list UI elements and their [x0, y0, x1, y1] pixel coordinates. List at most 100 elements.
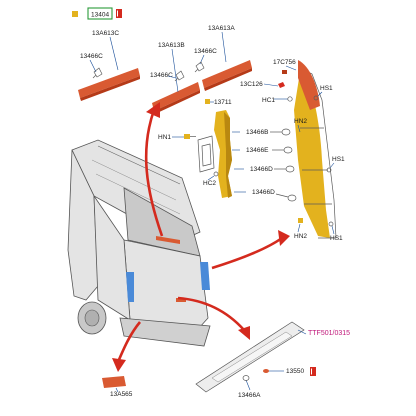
van-roof-line-2 [95, 173, 181, 215]
label-13a565: 13A565 [110, 391, 133, 398]
lamp-13a613a-edge [204, 68, 252, 91]
leader-hs1-mid [329, 162, 335, 169]
clip-b-icon [174, 70, 185, 82]
bulb-13466d-2-icon [275, 193, 297, 202]
lamp-bar-inner [211, 331, 293, 383]
van-side-panel [93, 194, 131, 321]
label-13466d-2: 13466D [252, 189, 275, 196]
van-bumper [119, 317, 211, 347]
connector-plate[interactable] [197, 135, 215, 173]
label-13466e: 13466E [246, 147, 269, 154]
header-ref-box [87, 7, 113, 20]
leader-ttf501 [297, 329, 307, 335]
label-hn1: HN1 [158, 134, 171, 141]
label-clip-c: 13466C [194, 48, 217, 55]
clip-a-icon [92, 67, 103, 79]
reflector-13a565[interactable] [102, 376, 126, 388]
label-17c756: 17C756 [273, 59, 296, 66]
bulb-13466e-icon [272, 146, 293, 154]
leader-13466a [245, 379, 251, 391]
leader-hn2-bottom [297, 223, 301, 233]
lamp-13a613a-shape [202, 60, 252, 88]
clip-c-icon [194, 61, 205, 73]
label-hs1-bottom: HS1 [330, 235, 343, 242]
van-roof-rail [97, 145, 181, 185]
label-13466d-1: 13466D [250, 166, 273, 173]
socket-17c756-icon [282, 70, 287, 74]
lamp-13a613c[interactable] [78, 68, 140, 101]
connector-plate-hole [201, 143, 212, 167]
leader-hn2-top [297, 124, 301, 133]
label-hs1-mid: HS1 [332, 156, 345, 163]
arrow-to-tail-cluster [211, 230, 290, 270]
leader-13a613b [171, 48, 179, 93]
header-book-icon [116, 9, 122, 18]
label-13a613b: 13A613B [158, 42, 185, 49]
hc2-icon [213, 171, 219, 177]
leader-hs1-top [317, 91, 323, 97]
label-13711: 13711 [214, 99, 232, 106]
leader-clip-a [89, 59, 97, 73]
lamp-13a613c-edge [80, 76, 140, 101]
arrow-to-reflector [112, 321, 141, 372]
wiring-bracket[interactable] [214, 110, 232, 198]
header-marker-icon [72, 11, 78, 17]
leader-13a613c [109, 36, 119, 71]
arrow-to-lamp-bar [177, 296, 250, 340]
label-clip-b: 13466C [150, 72, 173, 79]
label-hs1-top: HS1 [320, 85, 333, 92]
bulb-13466b-icon [270, 128, 291, 136]
leader-17c756 [285, 65, 297, 71]
leader-13a613a [221, 31, 227, 63]
hn1-nut-icon [184, 134, 196, 139]
tail-lamp-lens [294, 72, 330, 238]
hs1-mid-icon [326, 167, 332, 173]
lamp-bar[interactable] [195, 321, 305, 393]
label-hc1: HC1 [262, 97, 275, 104]
van-wheel-hub [84, 309, 100, 327]
van-right-taillight [200, 262, 210, 290]
tail-lamp-cluster[interactable] [294, 60, 337, 239]
bulb-13466a-icon [242, 375, 250, 381]
label-13550: 13550 [286, 368, 304, 375]
van-left-taillight [126, 272, 134, 302]
connector-plate-outline [197, 135, 215, 173]
van-body[interactable] [67, 139, 211, 347]
van-roof-line-1 [91, 159, 177, 201]
leader-13a565 [115, 387, 119, 393]
label-clip-a: 13466C [80, 53, 103, 60]
label-hn2-bottom: HN2 [294, 233, 307, 240]
lamp-13a613b-edge [154, 90, 200, 114]
book-icon-13550 [310, 367, 316, 376]
bracket-marker-icon [205, 99, 210, 104]
harness-shadow [224, 112, 232, 198]
van-brake-lamp [156, 236, 180, 244]
label-13466a: 13466A [238, 392, 261, 399]
label-13c126: 13C126 [240, 81, 263, 88]
label-13466b: 13466B [246, 129, 268, 136]
van-plate-lamp [176, 298, 186, 302]
lamp-13a613b[interactable] [152, 82, 200, 114]
lamp-13a613c-shape [78, 68, 140, 98]
leader-13c126 [263, 83, 279, 87]
hs1-bottom-icon [328, 221, 334, 227]
header-callout[interactable]: 13404 [72, 7, 122, 20]
label-hn2-top: HN2 [294, 118, 307, 125]
bulb-13550-icon [263, 369, 269, 373]
label-13a613c: 13A613C [92, 30, 119, 37]
header-ref-label: 13404 [91, 12, 109, 19]
tail-lamp-upper-cap [298, 60, 320, 110]
hs1-top-icon [313, 95, 319, 101]
hc1-screw-icon [287, 96, 293, 102]
bulb-13466d-1-icon [274, 165, 295, 173]
lamp-13a613b-shape [152, 82, 200, 111]
hn2-bottom-icon [298, 218, 303, 223]
reflector-shape [102, 376, 126, 388]
leader-hc2 [207, 175, 215, 181]
arrow-to-roof-lamp [144, 102, 164, 237]
lamp-13a613a[interactable] [202, 60, 252, 91]
leader-clip-b [167, 75, 177, 79]
cap-13c126-icon [278, 82, 285, 88]
label-hc2: HC2 [203, 180, 216, 187]
